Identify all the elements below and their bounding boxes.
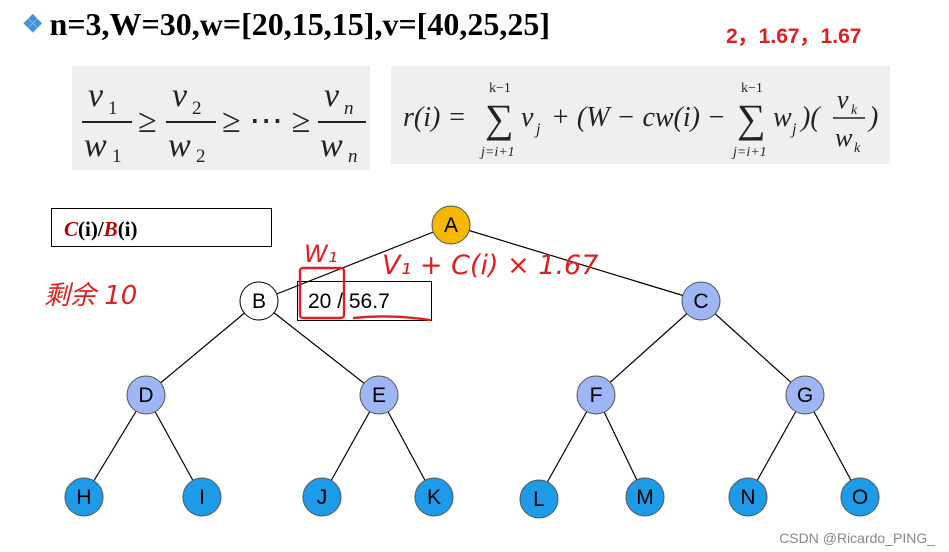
node-o[interactable]: O xyxy=(840,477,880,517)
frac2-den: w xyxy=(168,127,191,164)
sum2-term: w xyxy=(773,102,792,133)
sum2-lower: j=i+1 xyxy=(731,145,767,160)
frac1-num: v xyxy=(88,77,104,114)
diamond-bullet-icon: ❖ xyxy=(22,12,44,38)
svg-text:K: K xyxy=(427,486,441,509)
node-n[interactable]: N xyxy=(728,477,768,517)
sum2-term-sub: j xyxy=(790,121,797,138)
problem-text: n=3,W=30,w=[20,15,15],v=[40,25,25] xyxy=(49,6,550,42)
geq-2: ≥ ⋯ ≥ xyxy=(222,103,310,140)
bound-formula-svg: r(i) = k−1 ∑ j=i+1 v j + (W − cw(i) − k−… xyxy=(403,81,878,160)
wk-den: w xyxy=(835,123,853,152)
edge-b-d xyxy=(145,300,260,396)
bound-underline xyxy=(352,315,432,322)
close-paren: )( xyxy=(799,102,821,133)
sum2-sigma: ∑ xyxy=(737,96,766,141)
svg-text:A: A xyxy=(444,214,458,237)
node-b-bound: 56.7 xyxy=(348,290,390,313)
legend-c: C xyxy=(64,217,79,241)
edge-c-f xyxy=(595,300,702,396)
edge-a-b xyxy=(258,224,452,302)
fracn-den: w xyxy=(320,127,343,164)
watermark: CSDN @Ricardo_PING_ xyxy=(779,530,935,546)
vk-num: v xyxy=(837,85,849,114)
svg-text:J: J xyxy=(317,486,328,509)
frac2-den-sub: 2 xyxy=(196,146,206,167)
ratio-ordering-svg: v 1 w 1 ≥ v 2 w 2 ≥ ⋯ ≥ v n w n xyxy=(82,77,366,167)
sum1-term: v xyxy=(521,102,534,133)
value-weight-ratios: 2，1.67，1.67 xyxy=(726,25,862,48)
sum2-upper: k−1 xyxy=(741,81,763,96)
sum1-term-sub: j xyxy=(534,121,541,138)
node-g[interactable]: G xyxy=(785,375,825,415)
node-j[interactable]: J xyxy=(302,477,342,517)
node-m[interactable]: M xyxy=(625,477,665,517)
vk-sub: k xyxy=(851,103,858,118)
svg-text:E: E xyxy=(372,384,386,407)
node-k[interactable]: K xyxy=(414,477,454,517)
frac2-num: v xyxy=(172,77,188,114)
edge-b-e xyxy=(258,300,380,396)
svg-text:L: L xyxy=(533,488,545,511)
svg-text:I: I xyxy=(199,486,205,509)
node-a[interactable]: A xyxy=(431,205,471,245)
node-b[interactable]: B xyxy=(239,281,279,321)
svg-text:O: O xyxy=(852,486,868,509)
node-d[interactable]: D xyxy=(126,375,166,415)
legend-b: B xyxy=(103,217,118,241)
svg-text:N: N xyxy=(740,486,755,509)
svg-text:H: H xyxy=(76,486,91,509)
legend-i2: (i) xyxy=(117,217,138,241)
geq-1: ≥ xyxy=(138,103,157,140)
middle-term: + (W − cw(i) − xyxy=(551,102,726,133)
node-f[interactable]: F xyxy=(576,375,616,415)
annotation-formula: V₁ + C(i) × 1.67 xyxy=(382,250,598,281)
node-b-separator: / xyxy=(331,290,349,313)
wk-sub: k xyxy=(854,141,861,156)
svg-text:B: B xyxy=(252,290,266,313)
r-lhs: r(i) = xyxy=(403,102,466,133)
frac2-num-sub: 2 xyxy=(192,98,202,119)
svg-text:M: M xyxy=(636,486,654,509)
node-l[interactable]: L xyxy=(519,479,559,519)
frac1-num-sub: 1 xyxy=(108,98,118,119)
fracn-num-sub: n xyxy=(344,98,354,119)
frac1-den: w xyxy=(84,127,107,164)
sum1-sigma: ∑ xyxy=(485,96,514,141)
sum1-lower: j=i+1 xyxy=(479,145,515,160)
edge-a-c xyxy=(450,224,702,302)
node-b-value-box: 20 / 56.7 xyxy=(297,281,432,321)
node-i[interactable]: I xyxy=(182,477,222,517)
annotation-w1: W₁ xyxy=(304,240,337,268)
node-h[interactable]: H xyxy=(64,477,104,517)
sum1-upper: k−1 xyxy=(489,81,511,96)
svg-text:G: G xyxy=(797,384,813,407)
legend-i1: (i)/ xyxy=(78,217,104,241)
svg-text:D: D xyxy=(138,384,153,407)
handwritten-text: W₁ V₁ + C(i) × 1.67 剩余 10 xyxy=(44,240,598,311)
bound-formula: r(i) = k−1 ∑ j=i+1 v j + (W − cw(i) − k−… xyxy=(391,66,890,164)
fracn-den-sub: n xyxy=(348,146,358,167)
edge-c-g xyxy=(700,300,806,396)
node-c[interactable]: C xyxy=(681,281,721,321)
fracn-num: v xyxy=(324,77,340,114)
edge-d-h xyxy=(83,394,147,498)
annotation-remaining: 剩余 10 xyxy=(44,281,137,311)
handwritten-marks xyxy=(298,266,432,322)
ratio-ordering-formula: v 1 w 1 ≥ v 2 w 2 ≥ ⋯ ≥ v n w n xyxy=(72,66,370,170)
svg-text:F: F xyxy=(590,384,603,407)
problem-statement: ❖n=3,W=30,w=[20,15,15],v=[40,25,25] xyxy=(22,6,550,43)
legend-cost-bound: C(i)/B(i) xyxy=(51,208,272,247)
node-b-weight: 20 xyxy=(308,290,332,313)
end-paren: ) xyxy=(867,102,878,133)
frac1-den-sub: 1 xyxy=(112,146,122,167)
svg-text:C: C xyxy=(693,290,708,313)
w1-highlight-box xyxy=(298,266,346,320)
node-e[interactable]: E xyxy=(359,375,399,415)
